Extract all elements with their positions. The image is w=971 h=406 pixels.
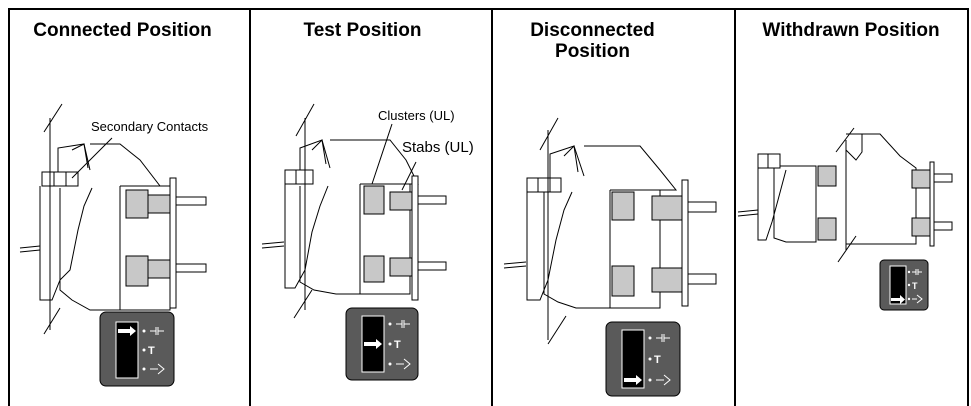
breaker-test <box>261 103 419 319</box>
breaker-withdrawn <box>737 127 917 263</box>
stabs-disconnected <box>611 179 717 307</box>
stabs-connected <box>125 177 207 309</box>
leader-stabs <box>401 161 417 191</box>
label-secondary-contacts: Secondary Contacts <box>91 119 209 134</box>
leader-secondary <box>71 137 113 179</box>
breaker-disconnected <box>503 117 678 345</box>
panel-title-connected: Connected Position <box>33 20 212 41</box>
panel-title-withdrawn: Withdrawn Position <box>762 20 940 41</box>
stabs-test <box>363 175 447 301</box>
label-stabs: Stabs (UL) <box>402 139 474 156</box>
panel-title-test: Test Position <box>303 20 422 41</box>
indicator-t-2: T <box>394 339 401 351</box>
indicator-connected: T <box>99 311 175 387</box>
indicator-t-4: T <box>912 281 918 291</box>
indicator-test: T <box>345 307 419 381</box>
label-clusters: Clusters (UL) <box>378 108 455 123</box>
indicator-t-1: T <box>148 345 155 357</box>
leader-clusters <box>371 123 393 185</box>
indicator-withdrawn: T <box>879 259 929 311</box>
breaker-connected <box>19 103 171 335</box>
stabs-withdrawn <box>817 161 953 247</box>
indicator-disconnected: T <box>605 321 681 397</box>
outer-border <box>8 8 969 406</box>
indicator-t-3: T <box>654 354 661 366</box>
panel-title-disconnected: Disconnected Position <box>530 20 655 62</box>
